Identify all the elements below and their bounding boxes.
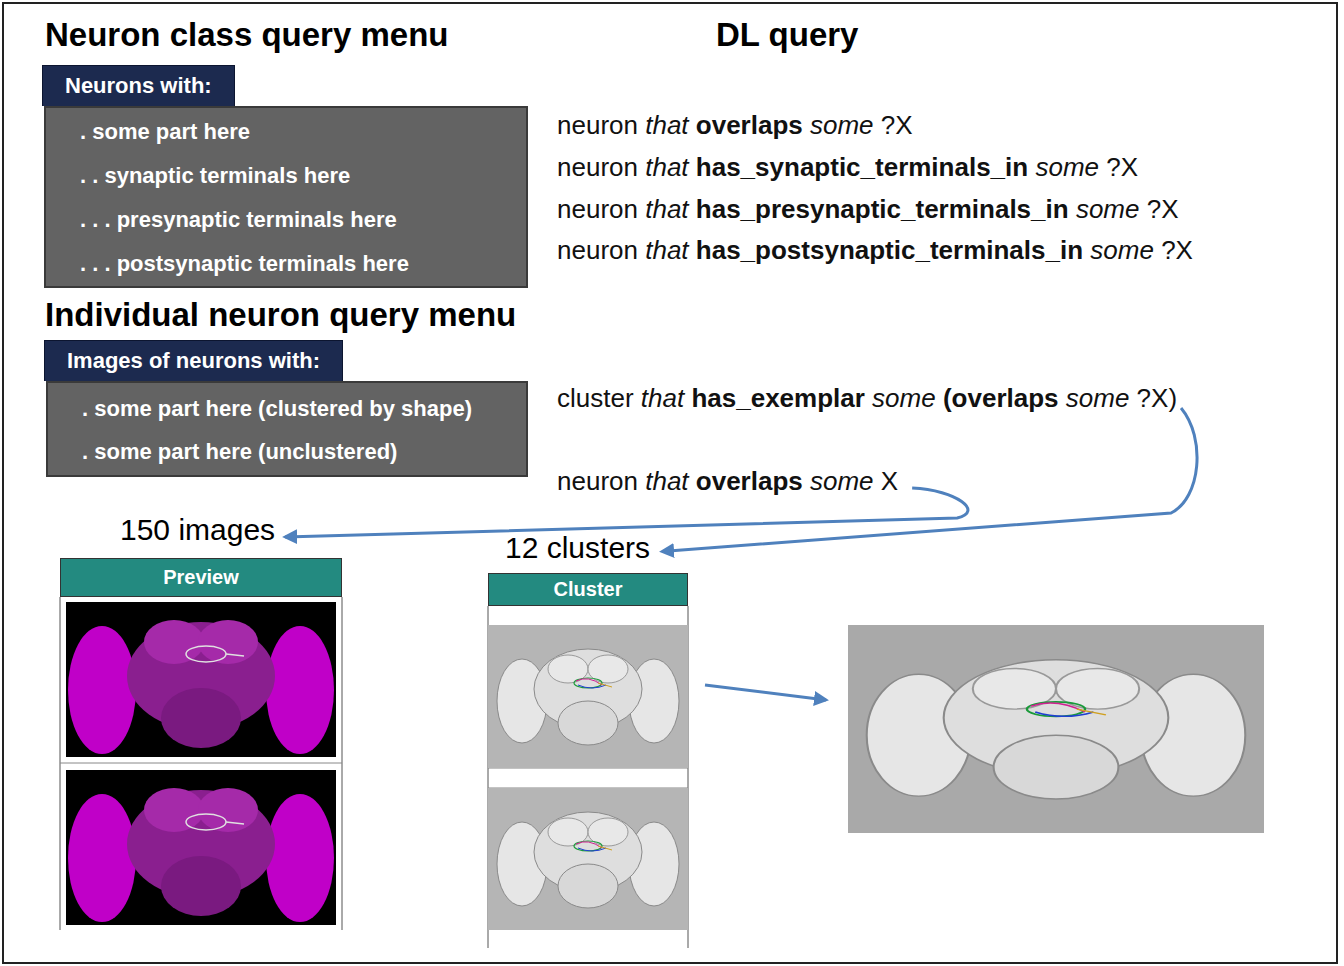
big-brain-image: [848, 625, 1264, 833]
section-title: Neuron class query menu: [45, 15, 448, 55]
query-word: that: [645, 194, 688, 224]
query-word: overlaps: [696, 110, 803, 140]
section-title: Individual neuron query menu: [45, 295, 516, 335]
query-word: overlaps: [696, 466, 803, 496]
query-word: that: [645, 466, 688, 496]
query-word: some: [1035, 152, 1099, 182]
query-word: X: [881, 466, 898, 496]
connector-arrow: [662, 408, 1197, 552]
query-word: ?X: [1161, 235, 1193, 265]
menu-box: . some part here. . synaptic terminals h…: [44, 106, 528, 288]
query-word: neuron: [557, 194, 638, 224]
menu-box: . some part here (clustered by shape) . s…: [46, 381, 528, 477]
query-word: neuron: [557, 235, 638, 265]
query-word: (overlaps: [943, 383, 1059, 413]
dl-query-node: neuron that overlaps some X: [557, 465, 898, 497]
dl-query: neuron that has_presynaptic_terminals_in…: [557, 193, 1179, 225]
dl-query-node: cluster that has_exemplar some (overlaps…: [557, 382, 1177, 414]
query-word: has_synaptic_terminals_in: [696, 152, 1028, 182]
table-header: Preview: [60, 558, 342, 597]
menu-item: . some part here (clustered by shape): [48, 393, 492, 424]
query-word: has_postsynaptic_terminals_in: [696, 235, 1083, 265]
query-menu: Images of neurons with:. some part here …: [44, 340, 528, 477]
brain-image: [497, 812, 679, 908]
dl-query: neuron that has_synaptic_terminals_in so…: [557, 151, 1138, 183]
query-word: ?X): [1137, 383, 1177, 413]
query-word: some: [872, 383, 936, 413]
zoom-arrow: [705, 685, 826, 700]
preview-table: [60, 597, 342, 930]
query-word: that: [645, 235, 688, 265]
query-word: neuron: [557, 466, 638, 496]
result-count: 150 images: [120, 512, 275, 558]
query-menu: Neurons with:. some part here. . synapti…: [42, 65, 528, 288]
query-word: neuron: [557, 152, 638, 182]
query-word: some: [1076, 194, 1140, 224]
brain-image: [66, 602, 336, 757]
query-word: has_presynaptic_terminals_in: [696, 194, 1069, 224]
menu-tab: Images of neurons with:: [44, 340, 343, 381]
query-word: ?X: [1147, 194, 1179, 224]
menu-item: . . . presynaptic terminals here: [46, 198, 526, 242]
menu-item: . . synaptic terminals here: [46, 154, 526, 198]
query-word: that: [641, 383, 684, 413]
query-word: that: [645, 152, 688, 182]
query-word: ?X: [881, 110, 913, 140]
query-word: some: [1090, 235, 1154, 265]
query-word: some: [810, 110, 874, 140]
query-word: neuron: [557, 110, 638, 140]
dl-query: neuron that has_postsynaptic_terminals_i…: [557, 234, 1193, 266]
table-header: Cluster: [488, 573, 688, 606]
menu-tab: Neurons with:: [42, 65, 235, 106]
query-word: has_exemplar: [691, 383, 864, 413]
menu-item: . . . postsynaptic terminals here: [46, 242, 526, 286]
query-word: ?X: [1106, 152, 1138, 182]
result-table: 12 clustersCluster: [488, 530, 688, 606]
dl-query: neuron that overlaps some ?X: [557, 109, 913, 141]
result-table: 150 imagesPreview: [60, 512, 342, 597]
section-title: DL query: [716, 15, 858, 55]
brain-image: [497, 649, 679, 745]
query-word: cluster: [557, 383, 634, 413]
dl-query: neuron that overlaps some X: [557, 465, 898, 497]
menu-item: . some part here: [46, 110, 526, 154]
frame: [3, 3, 1337, 963]
query-word: some: [810, 466, 874, 496]
result-count: 12 clusters: [505, 530, 650, 573]
dl-query: cluster that has_exemplar some (overlaps…: [557, 382, 1177, 414]
query-word: that: [645, 110, 688, 140]
menu-item: . some part here (unclustered): [48, 436, 492, 467]
brain-image: [66, 770, 336, 925]
cluster-table: [488, 606, 688, 948]
query-word: some: [1066, 383, 1130, 413]
